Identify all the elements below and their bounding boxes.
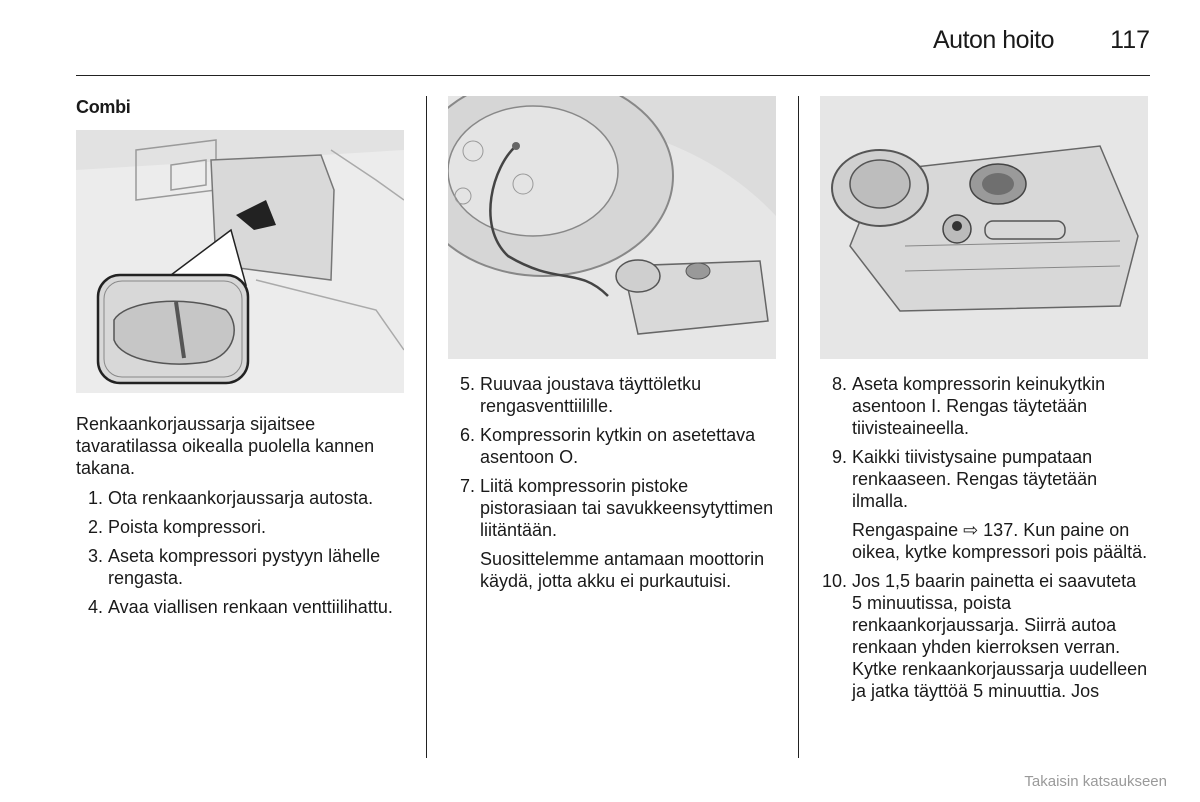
subheading: Combi — [76, 97, 131, 117]
list-item: 10.Jos 1,5 baarin painetta ei saavuteta … — [820, 570, 1150, 702]
step-number: 6. — [459, 425, 475, 445]
step-number: 10. — [821, 571, 847, 591]
illustration-compressor — [820, 96, 1148, 359]
step-number: 8. — [831, 374, 847, 394]
list-item: 3.Aseta kompressori pystyyn lähelle reng… — [76, 545, 406, 589]
list-item: 5.Ruuvaa joustava täyttöletku rengasvent… — [448, 373, 778, 417]
illustration-trunk-compartment — [76, 130, 404, 393]
column-3: 8.Aseta kompressorin keinukytkin asentoo… — [820, 96, 1150, 709]
column-1: Combi Renkaankorjaussarja sijaitsee tava… — [76, 96, 406, 625]
step-text: Liitä kompressorin pistoke pistorasiaan … — [480, 476, 774, 540]
back-to-overview-link[interactable]: Takaisin katsaukseen — [1024, 773, 1167, 790]
list-item: 9.Kaikki tiivistysaine pumpataan renkaas… — [820, 446, 1150, 563]
column-2: 5.Ruuvaa joustava täyttöletku rengasvent… — [448, 96, 778, 599]
step-text: Aseta kompressorin keinukytkin asentoon … — [852, 374, 1106, 438]
page-number: 117 — [1110, 26, 1150, 54]
step-text: Poista kompressori. — [108, 517, 267, 537]
step-number: 4. — [87, 597, 103, 617]
column-divider — [798, 96, 799, 758]
step-number: 1. — [87, 488, 103, 508]
steps-list: 1.Ota renkaankorjaussarja autosta. 2.Poi… — [76, 487, 406, 618]
step-text: Aseta kompressori pystyyn lähelle rengas… — [108, 546, 381, 588]
section-title: Auton hoito — [933, 26, 1055, 54]
page-header: Auton hoito 117 — [76, 22, 1150, 76]
step-number: 2. — [87, 517, 103, 537]
steps-list: 5.Ruuvaa joustava täyttöletku rengasvent… — [448, 373, 778, 592]
step-number: 9. — [831, 447, 847, 467]
step-number: 7. — [459, 476, 475, 496]
step-text: Ota renkaankorjaussarja autosta. — [108, 488, 374, 508]
illustration-hose-to-tyre — [448, 96, 776, 359]
step-text: Kompressorin kytkin on asetettava asento… — [480, 425, 756, 467]
list-item: 6.Kompressorin kytkin on asetettava asen… — [448, 424, 778, 468]
list-item: 4.Avaa viallisen renkaan venttiilihattu. — [76, 596, 406, 618]
list-item: 1.Ota renkaankorjaussarja autosta. — [76, 487, 406, 509]
step-number: 5. — [459, 374, 475, 394]
step-text: Kaikki tiivistysaine pumpataan renkaasee… — [852, 447, 1098, 511]
list-item: 2.Poista kompressori. — [76, 516, 406, 538]
step-note: Rengaspaine ⇨ 137. Kun paine on oikea, k… — [852, 520, 1148, 562]
step-number: 3. — [87, 546, 103, 566]
steps-list: 8.Aseta kompressorin keinukytkin asentoo… — [820, 373, 1150, 702]
list-item: 8.Aseta kompressorin keinukytkin asentoo… — [820, 373, 1150, 439]
step-text: Avaa viallisen renkaan venttiilihattu. — [108, 597, 393, 617]
step-text: Jos 1,5 baarin painetta ei saavuteta 5 m… — [852, 571, 1148, 701]
column-divider — [426, 96, 427, 758]
step-note: Suosittelemme antamaan moottorin käydä, … — [480, 549, 765, 591]
step-text: Ruuvaa joustava täyttöletku rengasventti… — [480, 374, 702, 416]
intro-paragraph: Renkaankorjaussarja sijaitsee tavaratila… — [76, 414, 375, 478]
list-item: 7.Liitä kompressorin pistoke pistorasiaa… — [448, 475, 778, 592]
